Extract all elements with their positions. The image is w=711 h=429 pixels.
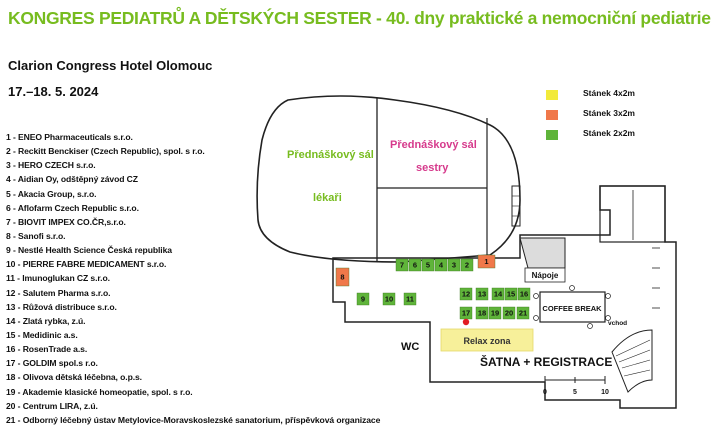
scale-bar: 0 5 10 — [543, 376, 609, 396]
booth-number-20: 20 — [505, 309, 513, 318]
exhibitor-item: 8 - Sanofi s.r.o. — [6, 230, 66, 241]
booth-number-14: 14 — [494, 290, 503, 299]
booth-number-7: 7 — [400, 261, 404, 270]
scale-label-5: 5 — [573, 389, 577, 396]
booth-number-13: 13 — [478, 290, 486, 299]
legend-swatch-3x2 — [546, 110, 558, 120]
legend-label-4x2: Stánek 4x2m — [583, 88, 635, 98]
booth-number-8: 8 — [340, 273, 344, 282]
booth-number-9: 9 — [361, 295, 365, 304]
booth-14 — [491, 287, 505, 301]
exhibitor-item: 10 - PIERRE FABRE MEDICAMENT s.r.o. — [6, 259, 167, 270]
hall-doctors-line2: lékaři — [313, 192, 342, 204]
booth-number-19: 19 — [491, 309, 499, 318]
legend-swatch-4x2 — [546, 90, 558, 100]
booth-20 — [502, 306, 516, 320]
booth-number-17: 17 — [462, 309, 470, 318]
venue-name: Clarion Congress Hotel Olomouc — [8, 58, 213, 73]
legend-swatch-2x2 — [546, 130, 558, 140]
booth-number-18: 18 — [478, 309, 486, 318]
hall-nurses-line2: sestry — [416, 162, 449, 174]
scale-label-0: 0 — [543, 389, 547, 396]
exhibitor-item: 20 - Centrum LIRA, z.ú. — [6, 400, 98, 411]
booth-18 — [475, 306, 489, 320]
booth-number-10: 10 — [385, 295, 393, 304]
legend-label-3x2: Stánek 3x2m — [583, 108, 635, 118]
event-dates: 17.–18. 5. 2024 — [8, 84, 99, 99]
booth-10 — [382, 292, 396, 306]
entrance-stairs — [611, 329, 653, 393]
exhibitor-item: 4 - Aidian Oy, odštěpný závod CZ — [6, 174, 138, 185]
exhibitor-item: 1 - ENEO Pharmaceuticals s.r.o. — [6, 132, 133, 142]
booth-15 — [504, 287, 518, 301]
coffee-break-area — [539, 291, 606, 323]
exhibitor-item: 11 - Imunoglukan CZ s.r.o. — [6, 273, 110, 284]
booth-16 — [517, 287, 531, 301]
exhibitor-item: 15 - Medidinic a.s. — [6, 329, 78, 340]
booth-13 — [475, 287, 489, 301]
exhibitor-item: 2 - Reckitt Benckiser (Czech Republic), … — [6, 146, 205, 157]
booth-2 — [460, 258, 474, 272]
booth-number-21: 21 — [519, 309, 527, 318]
booth-5 — [421, 258, 435, 272]
side-room — [599, 185, 666, 243]
booth-number-16: 16 — [520, 290, 528, 299]
booth-9 — [356, 292, 370, 306]
booth-number-5: 5 — [426, 261, 430, 270]
foyer-outline — [332, 185, 677, 409]
exhibitor-item: 9 - Nestlé Health Science Česká republik… — [6, 245, 172, 256]
booth-number-1: 1 — [484, 257, 488, 266]
booth-21 — [516, 306, 530, 320]
exhibitor-item: 3 - HERO CZECH s.r.o. — [6, 160, 96, 171]
exhibitor-item: 18 - Olivova dětská léčebna, o.p.s. — [6, 372, 142, 383]
booth-number-6: 6 — [413, 261, 417, 270]
exhibitor-item: 13 - Růžová distribuce s.r.o. — [6, 301, 117, 312]
page-title: KONGRES PEDIATRŮ A DĚTSKÝCH SESTER - 40.… — [8, 8, 711, 28]
booth-19 — [488, 306, 502, 320]
booth-number-12: 12 — [462, 290, 470, 299]
scale-label-10: 10 — [601, 389, 609, 396]
location-marker — [462, 318, 470, 326]
exhibitor-item: 14 - Zlatá rybka, z.ú. — [6, 315, 86, 326]
lecture-halls-building — [256, 95, 521, 263]
exhibitor-item: 19 - Akademie klasické homeopatie, spol.… — [6, 386, 193, 397]
booth-number-4: 4 — [439, 261, 444, 270]
drinks-label: Nápoje — [532, 271, 559, 280]
booth-number-2: 2 — [465, 261, 469, 270]
booth-4 — [434, 258, 448, 272]
hall-nurses-line1: Přednáškový sál — [390, 139, 477, 151]
booth-8 — [335, 267, 350, 287]
hall-doctors-line1: Přednáškový sál — [287, 149, 374, 161]
exhibitor-item: 7 - BIOVIT IMPEX CO.ČR,s.r.o. — [6, 216, 126, 227]
exhibitor-item: 6 - Aflofarm Czech Republic s.r.o. — [6, 202, 139, 213]
exhibitor-item: 12 - Salutem Pharma s.r.o. — [6, 287, 111, 298]
booth-7 — [395, 258, 409, 272]
booth-1 — [477, 254, 496, 269]
entrance-label: vchod — [608, 320, 627, 327]
booth-number-11: 11 — [406, 295, 414, 304]
wc-label: WC — [401, 341, 419, 353]
registration-label: ŠATNA + REGISTRACE — [480, 354, 612, 369]
booth-number-3: 3 — [452, 261, 456, 270]
relax-zone-label: Relax zona — [463, 336, 511, 346]
booth-3 — [447, 258, 461, 272]
exhibitor-list: 1 - ENEO Pharmaceuticals s.r.o. 2 - Recki… — [6, 130, 380, 427]
exhibitor-item: 17 - GOLDIM spol.s r.o. — [6, 358, 98, 369]
booth-11 — [403, 292, 417, 306]
exhibitor-item: 21 - Odborný léčebný ústav Metylovice-Mo… — [6, 414, 381, 425]
booth-12 — [459, 287, 473, 301]
exhibitor-item: 5 - Akacia Group, s.r.o. — [6, 188, 97, 199]
coffee-break-label: COFFEE BREAK — [542, 304, 602, 313]
booth-number-15: 15 — [507, 290, 515, 299]
booth-6 — [408, 258, 422, 272]
relax-zone — [440, 328, 534, 352]
drinks-bar — [519, 237, 566, 269]
legend-label-2x2: Stánek 2x2m — [583, 128, 635, 138]
exhibitor-item: 16 - RosenTrade a.s. — [6, 344, 88, 355]
